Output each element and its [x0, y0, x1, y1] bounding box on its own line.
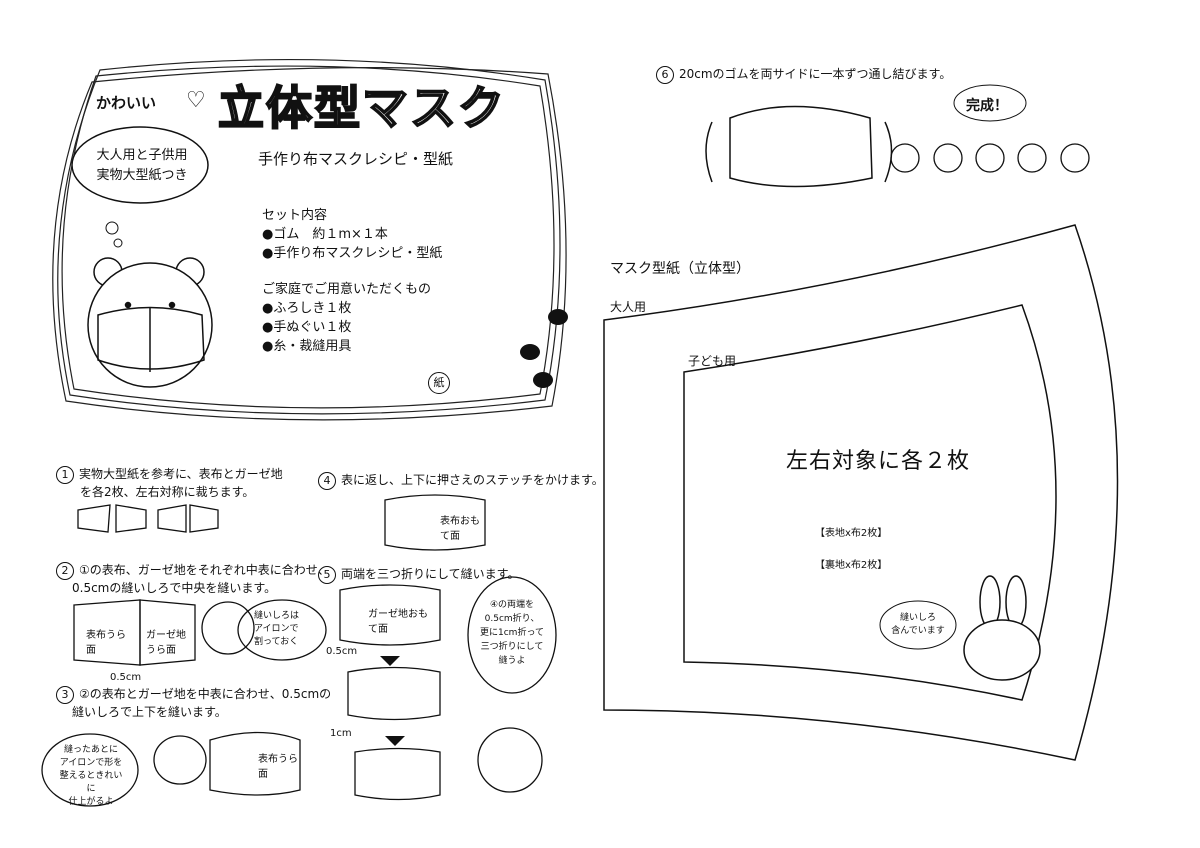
child-pattern-outline — [683, 304, 1057, 701]
home-items: ご家庭でご用意いただくもの ●ふろしき１枚 ●手ぬぐい１枚 ●糸・裁縫用具 — [262, 280, 431, 356]
recycle-paper-logo: 紙 — [428, 372, 450, 394]
pattern-center-text: 左右対象に各２枚 — [786, 449, 971, 474]
step3-label: 表布うら面 — [258, 754, 298, 780]
bunny-illustration — [963, 575, 1041, 681]
adult-label: 大人用 — [610, 300, 647, 314]
step5-label-one: 1cm — [330, 728, 352, 739]
home-item: ●糸・裁縫用具 — [262, 339, 352, 354]
home-heading: ご家庭でご用意いただくもの — [262, 282, 432, 297]
adult-pattern-outline — [603, 224, 1119, 761]
kawaii-label: かわいい — [96, 94, 157, 112]
front-fabric-label: 【表地x布2枚】 — [815, 528, 888, 539]
set-item: ●手作り布マスクレシピ・型紙 — [262, 246, 443, 261]
child-label: 子ども用 — [688, 354, 737, 368]
back-fabric-label: 【裏地x布2枚】 — [815, 560, 888, 571]
animal-faces — [890, 143, 1090, 173]
heart-icon: ♡ — [186, 88, 206, 113]
step2-label-front: 表布うら面 — [86, 630, 126, 656]
pattern-title: マスク型紙（立体型） — [610, 261, 750, 277]
step3-note: 縫ったあとに アイロンで形を 整えるときれいに 仕上がるよ — [59, 745, 123, 807]
arrows — [380, 656, 405, 746]
thought-bubble-text: 大人用と子供用 実物大型紙つき — [96, 148, 188, 183]
step4-label: 表布おもて面 — [440, 516, 480, 542]
bunny-note: 縫いしろ 含んでいます — [891, 613, 945, 636]
header-frame — [52, 58, 567, 421]
finished-mask — [705, 105, 893, 188]
step2-label-seam: 0.5cm — [110, 672, 142, 683]
set-heading: セット内容 — [262, 208, 328, 223]
home-item: ●ふろしき１枚 — [262, 301, 352, 316]
home-item: ●手ぬぐい１枚 — [262, 320, 352, 335]
step-sketches — [41, 494, 557, 807]
paw-prints — [520, 309, 568, 388]
page-subtitle: 手作り布マスクレシピ・型紙 — [258, 150, 454, 168]
step5-label-gauze: ガーゼ地おもて面 — [368, 609, 428, 635]
done-label: 完成！ — [966, 98, 1008, 114]
page-title: 立体型マスク — [217, 80, 506, 136]
step2-label-gauze: ガーゼ地うら面 — [146, 630, 186, 656]
bear-illustration — [87, 257, 213, 388]
step2-note: 縫いしろは アイロンで 割っておく — [254, 611, 300, 647]
step5-note: ④の両端を 0.5cm折り、 更に1cm折って 三つ折りにして 縫うよ — [480, 600, 544, 666]
set-contents: セット内容 ●ゴム 約１m×１本 ●手作り布マスクレシピ・型紙 — [262, 206, 442, 263]
set-item: ●ゴム 約１m×１本 — [262, 227, 388, 242]
step6-number: 6 — [656, 66, 674, 84]
step5-label-half: 0.5cm — [326, 646, 358, 657]
